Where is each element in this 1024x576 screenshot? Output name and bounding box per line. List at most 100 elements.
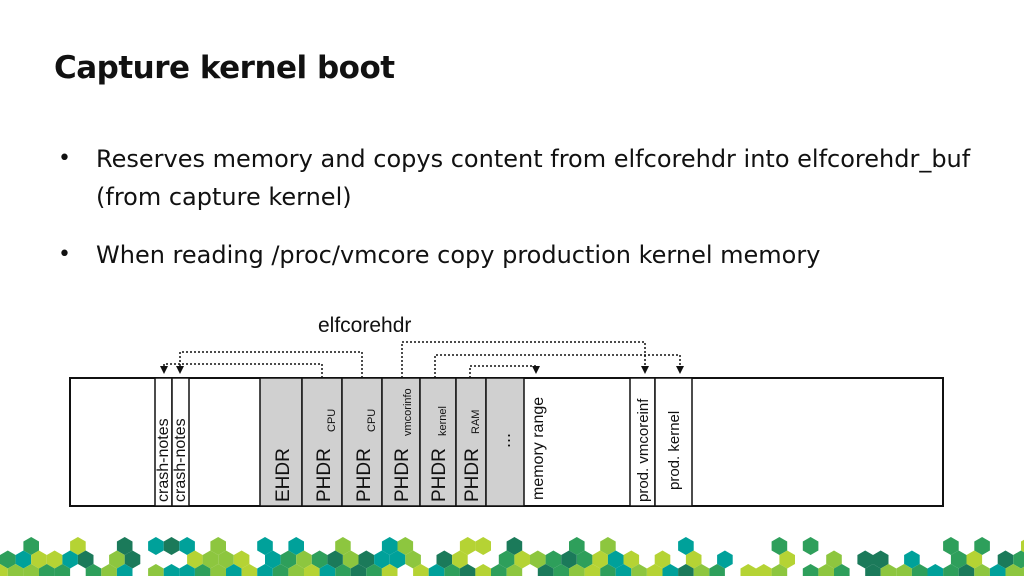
hexagon-shape xyxy=(210,537,226,555)
hexagon-shape xyxy=(966,550,983,569)
memory-layout-diagram: elfcorehdr crash-notes crash-notes EHDR … xyxy=(69,314,944,507)
hexagon-shape xyxy=(857,550,873,569)
hexagon-shape xyxy=(662,564,679,576)
hexagon-shape xyxy=(280,550,297,569)
hexagon-shape xyxy=(646,564,663,576)
hexagon-shape xyxy=(70,537,86,555)
hexagon-shape xyxy=(109,550,125,569)
hexagon-shape xyxy=(530,550,546,569)
hexagon-shape xyxy=(818,564,834,576)
hexagon-shape xyxy=(771,537,788,555)
hexagon-shape xyxy=(226,564,242,576)
hexagon-shape xyxy=(311,550,328,569)
hexagon-shape xyxy=(958,564,975,576)
arrow-memory-range xyxy=(469,365,540,378)
label-phdr: PHDR xyxy=(314,448,335,502)
cell-ehdr xyxy=(259,377,303,507)
hexagon-shape xyxy=(974,564,990,576)
hexagon-shape xyxy=(678,537,694,555)
cell-prod-vmcoreinfo xyxy=(629,377,656,507)
hexagon-shape xyxy=(943,537,959,555)
hexagon-shape xyxy=(592,550,608,569)
hexagon-shape xyxy=(257,537,273,555)
cell-prod-kernel xyxy=(654,377,693,507)
hexagon-shape xyxy=(873,550,889,569)
hexagon-shape xyxy=(600,564,616,576)
hexagon-shape xyxy=(802,537,819,555)
label-crash-notes-1: crash-notes xyxy=(155,418,172,502)
label-phdr-sub: CPU xyxy=(326,409,338,432)
hexagon-shape xyxy=(693,564,710,576)
hexagon-shape xyxy=(241,564,258,576)
hexagon-shape xyxy=(654,550,671,569)
hexagon-shape xyxy=(77,550,94,569)
hexagon-shape xyxy=(576,550,593,569)
hexagon-shape xyxy=(1005,564,1021,576)
hexagon-shape xyxy=(335,537,351,555)
arrow-prod-vmcoreinfo xyxy=(401,341,649,378)
label-phdr: PHDR xyxy=(462,448,483,502)
hexagon-shape xyxy=(366,564,382,576)
hexagon-shape xyxy=(389,550,406,569)
hexagon-shape xyxy=(194,564,211,576)
elfcorehdr-caption: elfcorehdr xyxy=(318,314,411,337)
hexagon-shape xyxy=(335,564,351,576)
hexagon-shape xyxy=(350,564,367,576)
label-phdr-sub: vmcorinfo xyxy=(402,388,414,436)
slide-title: Capture kernel boot xyxy=(54,50,395,86)
hexagon-shape xyxy=(615,564,632,576)
hexagon-shape xyxy=(202,550,219,569)
hexagon-shape xyxy=(911,564,928,576)
hexagon-shape xyxy=(358,550,375,569)
hexagon-shape xyxy=(740,564,756,576)
cell-ellipsis xyxy=(485,377,525,507)
hexagon-shape xyxy=(7,564,24,576)
hexagon-shape xyxy=(233,550,250,569)
hexagon-shape xyxy=(545,550,562,569)
hexagon-shape xyxy=(771,564,788,576)
hexagon-shape xyxy=(997,550,1014,569)
hexagon-shape xyxy=(974,537,990,555)
hexagon-shape xyxy=(288,537,304,555)
label-prod-kernel: prod. kernel xyxy=(666,411,683,490)
hexagon-shape xyxy=(397,537,414,555)
hexagon-shape xyxy=(623,550,640,569)
hexagon-shape xyxy=(678,564,694,576)
hexagon-shape xyxy=(989,564,1006,576)
hexagon-shape xyxy=(23,564,39,576)
label-phdr: PHDR xyxy=(354,448,375,502)
hexagon-shape xyxy=(374,550,390,569)
hexagon-shape xyxy=(584,564,601,576)
hexagon-shape xyxy=(179,537,195,555)
hexagon-shape xyxy=(717,550,733,569)
hexagon-shape xyxy=(62,550,78,569)
hexagon-shape xyxy=(709,564,725,576)
hexagon-shape xyxy=(865,564,881,576)
label-phdr: PHDR xyxy=(392,448,413,502)
arrow-prod-kernel xyxy=(434,354,684,378)
hexagon-shape xyxy=(631,564,647,576)
hexagon-shape xyxy=(15,550,32,569)
hexagon-shape xyxy=(39,564,55,576)
hexagon-shape xyxy=(607,550,624,569)
cell-phdr-vmcorinfo xyxy=(381,377,421,507)
hexagon-shape xyxy=(187,550,203,569)
hexagon-shape xyxy=(381,564,398,576)
hexagon-shape xyxy=(475,537,491,555)
hexagon-shape xyxy=(46,550,63,569)
hexagon-shape xyxy=(304,564,320,576)
label-phdr-sub: kernel xyxy=(437,406,449,436)
hexagon-shape xyxy=(163,564,180,576)
hexagon-shape xyxy=(880,564,897,576)
label-prod-vmcoreinfo: prod. vmcoreinf xyxy=(635,398,652,502)
hexagon-shape xyxy=(405,550,421,569)
cell-phdr-ram xyxy=(455,377,487,507)
hexagon-shape xyxy=(31,550,47,569)
hexagon-shape xyxy=(779,550,795,569)
cell-phdr-kernel xyxy=(419,377,457,507)
hexagon-shape xyxy=(116,537,133,555)
hexagon-shape xyxy=(210,564,226,576)
label-memory-range: memory range xyxy=(530,397,547,500)
hexagon-shape xyxy=(413,564,429,576)
hexagon-shape xyxy=(943,564,959,576)
